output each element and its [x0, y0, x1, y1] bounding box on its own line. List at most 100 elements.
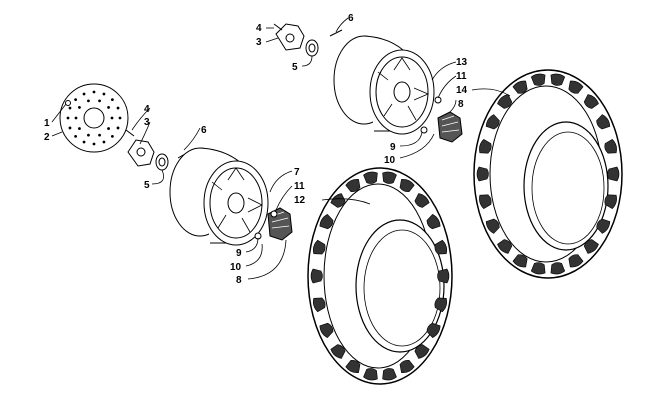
disc-hole — [78, 127, 81, 130]
tread-lug — [530, 73, 546, 86]
front-bearing — [155, 153, 169, 171]
callout-7: 7 — [294, 167, 300, 178]
disc-hole — [110, 98, 114, 102]
callout-rear-5: 5 — [292, 62, 298, 73]
callout-rear-4: 4 — [256, 23, 262, 34]
tread-lug — [426, 322, 441, 338]
tread-lug — [426, 214, 441, 230]
callout-9: 9 — [236, 248, 242, 259]
rear-lug-nut — [437, 111, 463, 143]
tread-lug — [345, 179, 361, 193]
tread-lug — [607, 166, 620, 182]
disc-hole — [118, 116, 122, 120]
disc-hole — [110, 116, 114, 120]
front-tire — [307, 167, 453, 385]
rear-hub — [273, 23, 305, 51]
callout-rear-8: 8 — [458, 99, 464, 110]
tread-lug — [479, 194, 492, 209]
tread-lug — [363, 171, 378, 184]
tread-lug — [512, 80, 528, 94]
front-rim — [169, 147, 269, 246]
disc-hole — [87, 133, 90, 137]
callout-rear-3: 3 — [256, 37, 262, 48]
disc-hole — [74, 116, 78, 120]
disc-hole — [74, 98, 78, 102]
disc-hole — [87, 99, 90, 103]
tread-lug — [434, 297, 448, 313]
disc-hole — [92, 90, 96, 94]
brake-disc — [59, 83, 129, 153]
tread-lug — [319, 322, 334, 338]
disc-hole — [98, 133, 101, 137]
rear-pin — [329, 29, 343, 37]
disc-hole — [107, 127, 110, 130]
disc-hole — [107, 106, 110, 109]
tread-lug — [310, 268, 323, 284]
tread-lug — [568, 80, 584, 94]
leader-lines — [51, 17, 511, 280]
disc-hole — [66, 116, 70, 120]
callout-1: 1 — [44, 118, 50, 129]
tread-lug — [319, 214, 334, 230]
disc-hole — [116, 106, 120, 110]
tread-lug — [382, 171, 397, 184]
tread-lug — [530, 262, 546, 275]
rear-valve — [434, 96, 442, 104]
tread-lug — [550, 73, 566, 86]
callout-13: 13 — [456, 57, 468, 68]
disc-hole — [110, 134, 114, 138]
disc-hole — [68, 106, 72, 110]
disc-hole — [116, 126, 120, 130]
rear-rim — [333, 35, 435, 135]
callout-2: 2 — [44, 132, 50, 143]
tread-lug — [312, 239, 326, 255]
tread-lug — [330, 344, 346, 359]
callout-rear-9: 9 — [390, 142, 396, 153]
tread-lug — [485, 218, 500, 234]
callout-12: 12 — [294, 195, 306, 206]
callout-14: 14 — [456, 85, 468, 96]
front-valve — [270, 210, 278, 218]
callout-rear-10: 10 — [384, 155, 396, 166]
disc-hole — [78, 106, 81, 109]
rear-bearing — [305, 39, 319, 57]
tread-lug — [550, 262, 566, 275]
disc-hole — [68, 126, 72, 130]
disc-hole — [102, 140, 106, 144]
rear-callouts: 4 3 6 5 13 11 14 8 9 10 — [256, 13, 468, 166]
tread-lug — [497, 239, 513, 254]
front-hub — [125, 129, 155, 167]
tread-lug — [604, 139, 617, 154]
tread-lug — [596, 218, 611, 234]
tread-lug — [583, 94, 599, 109]
disc-hole — [74, 134, 78, 138]
callout-rear-6: 6 — [348, 13, 354, 24]
tread-lug — [414, 193, 430, 208]
disc-hole — [92, 142, 96, 146]
tread-lug — [312, 297, 326, 313]
front-callouts: 1 2 4 3 6 5 7 11 12 9 10 8 — [44, 104, 306, 286]
callout-4: 4 — [144, 104, 150, 115]
callout-5: 5 — [144, 180, 150, 191]
tread-lug — [479, 139, 492, 154]
callout-3: 3 — [144, 117, 150, 128]
tread-lug — [399, 359, 415, 373]
tread-lug — [414, 344, 430, 359]
tread-lug — [596, 114, 611, 130]
tread-lug — [568, 254, 584, 268]
tread-lug — [434, 239, 448, 255]
tread-lug — [345, 359, 361, 373]
tread-lug — [399, 179, 415, 193]
callout-8: 8 — [236, 275, 242, 286]
callout-6: 6 — [201, 125, 207, 136]
callout-10: 10 — [230, 262, 242, 273]
rear-tire — [473, 69, 623, 279]
rear-valve-cap — [420, 126, 428, 134]
disc-screw — [65, 100, 71, 106]
tread-lug — [330, 193, 346, 208]
tread-lug — [604, 194, 617, 209]
disc-hole — [98, 99, 101, 103]
tread-lug — [485, 114, 500, 130]
callout-11: 11 — [294, 181, 305, 192]
